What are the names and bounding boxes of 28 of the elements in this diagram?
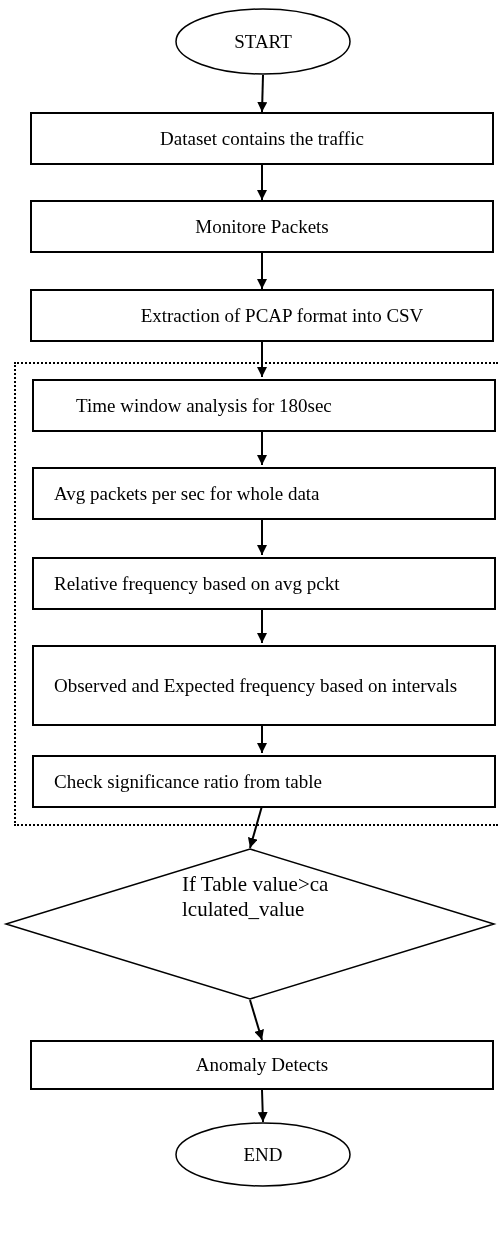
arrow — [257, 1089, 268, 1123]
step-label: Dataset contains the traffic — [160, 126, 364, 151]
step-label: Relative frequency based on avg pckt — [54, 571, 340, 596]
process-box — [30, 289, 494, 342]
dotted-group-frame — [14, 362, 498, 826]
step-label: Observed and Expected frequency based on intervals — [54, 673, 458, 698]
terminal-label: END — [243, 1142, 283, 1167]
process-box — [32, 557, 496, 610]
step-label: Avg packets per sec for whole data — [54, 481, 320, 506]
process-box — [32, 379, 496, 432]
step-label: Check significance ratio from table — [54, 769, 322, 794]
step-label: Anomaly Detects — [195, 1053, 329, 1077]
arrow — [249, 999, 264, 1041]
process-box — [32, 645, 496, 726]
arrow — [257, 252, 267, 290]
process-box — [32, 467, 496, 520]
step-label: Time window analysis for 180sec — [76, 393, 332, 418]
arrow — [257, 341, 267, 378]
arrow — [257, 74, 268, 113]
process-box — [30, 1040, 494, 1090]
process-box — [32, 755, 496, 808]
decision-text: If Table value>calculated_value — [182, 872, 330, 923]
terminal-label: START — [234, 29, 292, 54]
process-box — [30, 200, 494, 253]
arrow — [257, 164, 267, 201]
process-box — [30, 112, 494, 165]
step-label: Monitore Packets — [195, 214, 329, 239]
step-label: Extraction of PCAP format into CSV — [140, 303, 424, 328]
